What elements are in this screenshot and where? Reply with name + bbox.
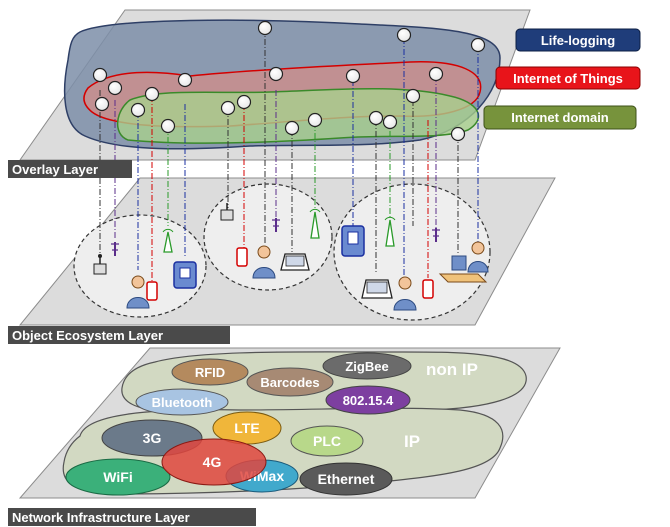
overlay-layer-title: Overlay Layer: [12, 162, 98, 177]
node: [92, 67, 108, 83]
lifelogging-badge: Life-logging: [515, 28, 641, 52]
node: [450, 126, 466, 142]
person-icon: [393, 276, 417, 311]
overlay-nodes: [92, 20, 486, 142]
wireless-tower-icon: [309, 208, 321, 239]
kiosk-icon: [173, 261, 197, 289]
phone-icon: [146, 281, 158, 301]
non-ip-label: non IP: [426, 360, 478, 379]
sensor-icon: [93, 254, 107, 275]
rfid-label: RFID: [195, 365, 225, 380]
tech-zigbee: ZigBee: [322, 352, 412, 380]
zigbee-label: ZigBee: [345, 359, 388, 374]
antenna-icon: [111, 242, 119, 256]
4g-label: 4G: [203, 454, 222, 470]
node: [396, 27, 412, 43]
node: [268, 66, 284, 82]
lte-label: LTE: [234, 420, 259, 436]
kiosk-icon: [341, 225, 365, 257]
node: [405, 88, 421, 104]
iot-label: Internet of Things: [513, 71, 623, 86]
connector-lines: [99, 28, 479, 282]
internet-label: Internet domain: [511, 110, 609, 125]
network-layer-badge: Network Infrastructure Layer: [8, 508, 256, 526]
tech-4g: 4G: [161, 438, 267, 486]
wireless-tower-icon: [384, 216, 396, 247]
node: [257, 20, 273, 36]
3g-label: 3G: [143, 430, 162, 446]
antenna-icon: [272, 218, 280, 232]
tech-wifi: WiFi: [65, 458, 171, 496]
node: [307, 112, 323, 128]
lifelogging-label: Life-logging: [541, 33, 615, 48]
tech-rfid: RFID: [171, 358, 249, 386]
antenna-icon: [432, 228, 440, 242]
overlay-layer-badge: Overlay Layer: [8, 160, 132, 178]
iot-badge: Internet of Things: [495, 66, 641, 90]
node: [160, 118, 176, 134]
node: [368, 110, 384, 126]
ecosystem-layer-title: Object Ecosystem Layer: [12, 328, 163, 343]
node: [345, 68, 361, 84]
ethernet-label: Ethernet: [318, 471, 375, 487]
barcodes-label: Barcodes: [260, 375, 319, 390]
node: [236, 94, 252, 110]
tech-bluetooth: Bluetooth: [135, 388, 229, 416]
phone-icon: [422, 279, 434, 299]
network-layer: non IP IP RFID ZigBee Barcodes Bluetooth…: [18, 347, 561, 499]
node: [382, 114, 398, 130]
wifi-label: WiFi: [103, 469, 132, 485]
desk-worker-icon: [438, 241, 489, 283]
node: [107, 80, 123, 96]
node: [220, 100, 236, 116]
laptop-icon: [361, 279, 393, 299]
ecosystem-cluster-left: [73, 214, 207, 318]
tech-ethernet: Ethernet: [299, 462, 393, 496]
tech-ieee-802154: 802.15.4: [325, 385, 411, 415]
node: [284, 120, 300, 136]
ieee-label: 802.15.4: [343, 393, 394, 408]
tech-plc: PLC: [290, 425, 364, 457]
ecosystem-layer-badge: Object Ecosystem Layer: [8, 326, 230, 344]
internet-domain-region: [117, 88, 480, 144]
internet-badge: Internet domain: [483, 105, 637, 130]
node: [94, 96, 110, 112]
person-icon: [252, 245, 276, 279]
wireless-tower-icon: [162, 228, 174, 253]
network-layer-title: Network Infrastructure Layer: [12, 510, 190, 525]
phone-icon: [236, 247, 248, 267]
tech-barcodes: Barcodes: [246, 367, 334, 397]
ecosystem-objects: [93, 203, 489, 311]
ip-label: IP: [404, 432, 420, 451]
node: [470, 37, 486, 53]
node: [177, 72, 193, 88]
node: [144, 86, 160, 102]
sensor-icon: [220, 203, 234, 221]
person-icon: [126, 275, 150, 309]
plc-label: PLC: [313, 433, 341, 449]
bluetooth-label: Bluetooth: [152, 395, 213, 410]
node: [428, 66, 444, 82]
laptop-icon: [280, 253, 310, 271]
node: [130, 102, 146, 118]
